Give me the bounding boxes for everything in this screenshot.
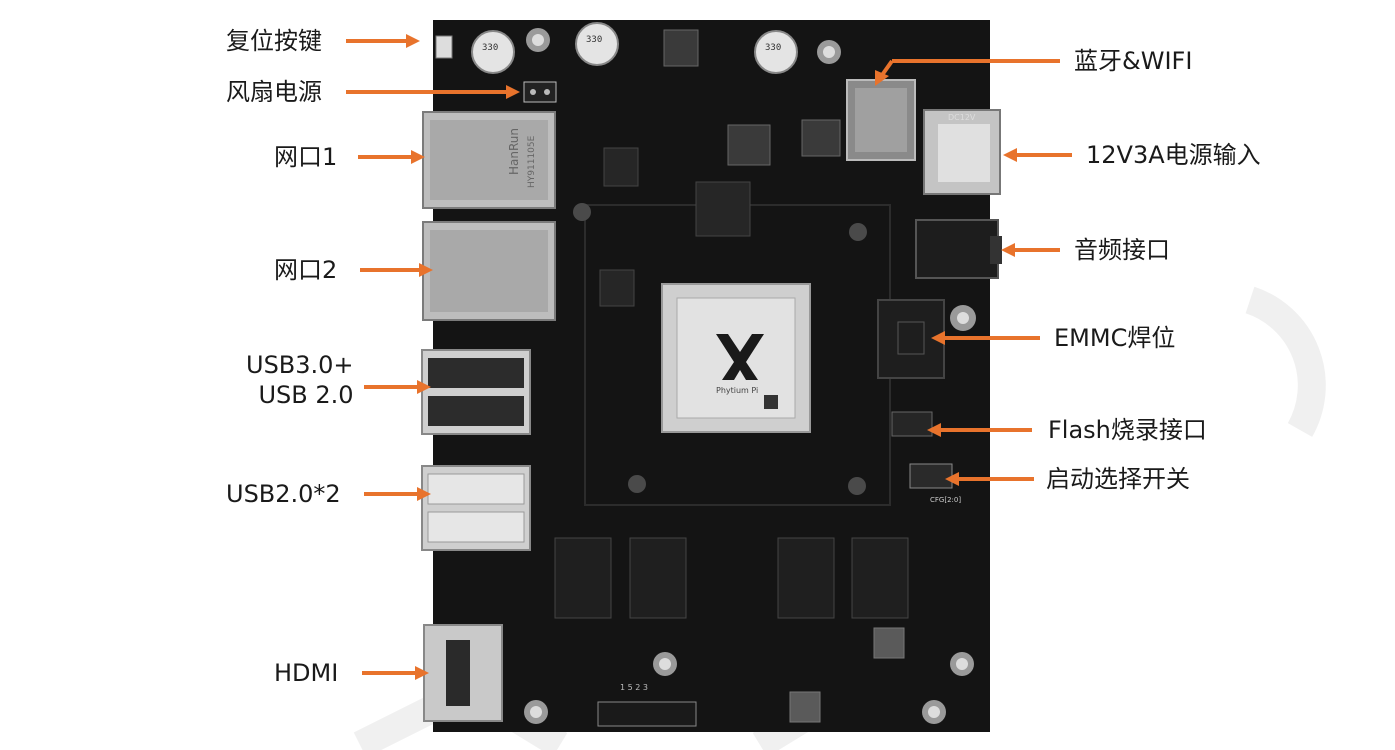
lan-port-2-part — [422, 221, 556, 321]
label-flash-port: Flash烧录接口 — [1048, 416, 1207, 444]
ram-chip — [629, 537, 687, 619]
watermark-arc-right — [1245, 286, 1326, 437]
mount-hole — [659, 658, 671, 670]
inductor — [873, 627, 905, 659]
label-usb-combo: USB3.0+ USB 2.0 — [246, 350, 354, 410]
power-jack-label: DC12V — [948, 113, 976, 122]
label-lan1: 网口1 — [274, 143, 338, 171]
inductor — [789, 691, 821, 723]
cpu-part: Phytium Pi — [661, 283, 811, 433]
mount-hole — [573, 203, 591, 221]
label-boot-switch: 启动选择开关 — [1046, 465, 1190, 493]
ram-chip — [777, 537, 835, 619]
label-fan-power: 风扇电源 — [226, 78, 322, 106]
debug-header-label: 1 5 2 3 — [620, 683, 648, 692]
label-emmc: EMMC焊位 — [1054, 324, 1176, 352]
label-usb-combo-line2: USB 2.0 — [258, 381, 354, 409]
flash-header-part — [891, 411, 933, 437]
ic-chip — [603, 147, 639, 187]
usb-combo-part — [421, 349, 531, 435]
label-hdmi: HDMI — [274, 659, 339, 687]
capacitor-label: 330 — [482, 43, 498, 53]
hdmi-part — [423, 624, 503, 722]
lan-brand-label: HanRun — [507, 128, 521, 175]
mount-hole — [628, 475, 646, 493]
capacitors: 330 330 330 — [471, 22, 798, 74]
mount-hole — [530, 706, 542, 718]
mount-hole — [928, 706, 940, 718]
lan-port-1-part: HanRun HY911105E — [422, 111, 556, 209]
ic-chip — [599, 269, 635, 307]
lan-part-label: HY911105E — [527, 135, 537, 188]
label-bt-wifi: 蓝牙&WIFI — [1074, 47, 1193, 75]
label-audio: 音频接口 — [1074, 236, 1170, 264]
inductor — [663, 29, 699, 67]
debug-header-part — [597, 701, 697, 727]
usb2-part — [421, 465, 531, 551]
mount-hole — [532, 34, 544, 46]
inductor — [727, 124, 771, 166]
label-power-input: 12V3A电源输入 — [1086, 141, 1261, 169]
chip-brand-label: Phytium Pi — [716, 386, 758, 395]
label-usb2x2: USB2.0*2 — [226, 480, 341, 508]
capacitor — [575, 22, 619, 66]
ram-chip — [851, 537, 909, 619]
mount-hole — [823, 46, 835, 58]
callout-arrows — [346, 34, 1072, 680]
mounting-holes — [524, 28, 976, 724]
mount-hole — [956, 658, 968, 670]
inductor — [801, 119, 841, 157]
fan-header-part — [523, 81, 557, 103]
ram-chip — [554, 537, 612, 619]
phytium-logo-icon — [716, 334, 764, 380]
capacitor — [471, 30, 515, 74]
capacitor — [754, 30, 798, 74]
reset-button-part — [435, 35, 453, 59]
mount-hole — [848, 477, 866, 495]
mount-hole — [957, 312, 969, 324]
label-reset-button: 复位按键 — [226, 27, 322, 55]
boot-switch-part — [909, 463, 953, 489]
capacitor-label: 330 — [765, 43, 781, 53]
capacitor-label: 330 — [586, 35, 602, 45]
ic-chip — [695, 181, 751, 237]
label-lan2: 网口2 — [274, 256, 338, 284]
label-usb-combo-line1: USB3.0+ — [246, 351, 354, 379]
audio-jack-part — [915, 219, 999, 279]
mount-hole — [849, 223, 867, 241]
boot-table-label: CFG[2:0] — [930, 496, 961, 504]
power-jack-part: DC12V — [923, 109, 1001, 195]
